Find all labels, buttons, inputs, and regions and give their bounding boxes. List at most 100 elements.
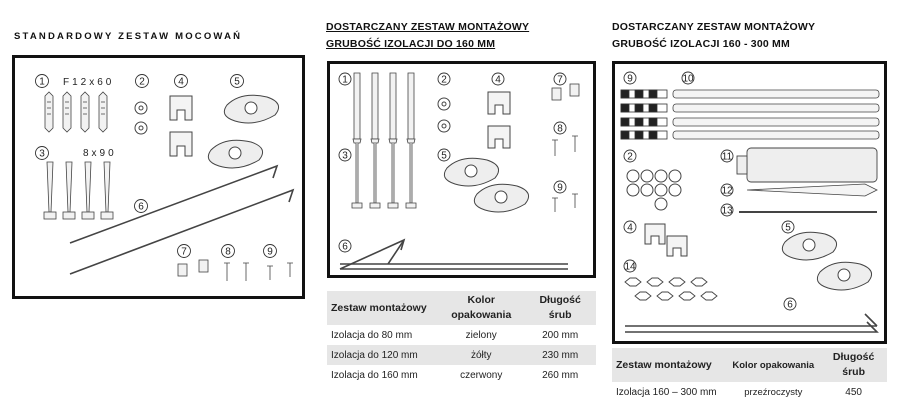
left-label-1: 1 [35,74,49,88]
right-cell: 450 [845,386,862,398]
left-label-5: 5 [230,74,244,88]
right-th-set: Zestaw montażowy [612,348,727,382]
right-title-line1: DOSTARCZANY ZESTAW MONTAŻOWY [612,21,816,33]
mid-label-4: 4 [491,72,505,86]
threaded-rods [672,89,880,140]
mid-label-3: 3 [338,148,352,162]
table-row: Izolacja do 80 mm zielony 200 mm [327,325,596,345]
mid-th-set: Zestaw montażowy [327,291,439,325]
right-brackets [781,231,873,291]
mid-cell: 230 mm [524,345,596,365]
right-label-5: 5 [781,220,795,234]
table-row: Izolacja 160 – 300 mm przeźroczysty 450 [612,382,887,402]
mid-label-9: 9 [553,180,567,194]
svg-text:2: 2 [441,75,447,86]
right-th-color: Kolor opakowania [726,348,821,382]
svg-text:4: 4 [627,223,633,234]
svg-text:5: 5 [785,223,791,234]
right-label-2: 2 [623,149,637,163]
right-label-10: 10 [681,71,695,85]
mid-label-5: 5 [437,148,451,162]
mid-label-6: 6 [338,239,352,253]
mid-label-8: 8 [553,121,567,135]
table-row: Izolacja do 120 mm żółty 230 mm [327,345,596,365]
mid-th-color: Kolor opakowania [438,291,525,325]
left-8x90-label: 8x90 [83,148,117,159]
left-diagram: 1 F12x60 2 4 5 3 8x90 6 7 8 9 [35,74,295,281]
left-label-7: 7 [177,244,191,258]
brackets [207,94,280,169]
right-label-13: 13 [720,203,734,217]
table-row: Izolacja do 160 mm czerwony 260 mm [327,365,596,385]
left-label-6: 6 [134,199,148,213]
svg-text:13: 13 [721,206,733,217]
svg-text:8: 8 [557,124,563,135]
mid-label-2: 2 [437,72,451,86]
svg-text:9: 9 [627,74,633,85]
svg-text:9: 9 [267,247,273,258]
right-cell: Izolacja 160 – 300 mm [616,386,717,398]
mid-cell: żółty [438,345,525,365]
left-label-3: 3 [35,146,49,160]
anchor-sleeves [620,89,668,140]
svg-text:5: 5 [441,151,447,162]
left-diagram-panel: 1 F12x60 2 4 5 3 8x90 6 7 8 9 [12,55,305,299]
left-title: STANDARDOWY ZESTAW MOCOWAŃ [14,31,243,42]
left-label-2: 2 [135,74,149,88]
mid-th-length: Długość śrub [524,291,596,325]
small-parts [177,259,293,281]
right-label-14: 14 [623,259,637,273]
mid-hook-rod [339,238,568,270]
mid-cell: 260 mm [542,369,579,381]
mid-spacers [487,91,511,149]
middle-title-line2: GRUBOŚĆ IZOLACJI DO 160 MM [326,38,496,50]
frame-anchors [351,72,417,209]
right-cell: przeźroczysty [744,386,803,398]
right-diagram-panel: 9 10 2 11 12 13 4 5 14 6 [612,61,887,344]
svg-text:5: 5 [234,77,240,88]
right-label-9: 9 [623,71,637,85]
right-title-line2: GRUBOŚĆ IZOLACJI 160 - 300 MM [612,38,790,50]
mid-cell: 200 mm [542,329,579,341]
mid-brackets [443,157,530,213]
left-label-4: 4 [174,74,188,88]
svg-text:10: 10 [682,74,694,85]
left-label-9: 9 [263,244,277,258]
middle-table: Zestaw montażowy Kolor opakowania Długoś… [327,291,596,385]
svg-text:2: 2 [139,77,145,88]
right-washers [626,169,682,211]
middle-diagram: 1 2 4 7 3 8 5 9 6 [338,72,580,270]
svg-text:14: 14 [624,262,636,273]
right-title: DOSTARCZANY ZESTAW MONTAŻOWY GRUBOŚĆ IZO… [612,19,815,53]
svg-text:6: 6 [342,242,348,253]
wall-plugs [44,91,108,133]
svg-text:7: 7 [557,75,563,86]
svg-text:7: 7 [181,247,187,258]
middle-diagram-panel: 1 2 4 7 3 8 5 9 6 [327,61,596,278]
mid-cell: Izolacja do 120 mm [327,345,439,365]
mid-cell: Izolacja do 80 mm [331,329,413,341]
right-table: Zestaw montażowy Kolor opakowania Długoś… [612,348,887,402]
svg-text:1: 1 [342,75,348,86]
left-f12-label: F12x60 [63,77,114,88]
right-diagram: 9 10 2 11 12 13 4 5 14 6 [620,71,880,333]
mid-label-1: 1 [338,72,352,86]
right-label-11: 11 [720,149,734,163]
middle-title-line1: DOSTARCZANY ZESTAW MONTAŻOWY [326,21,530,33]
right-label-4: 4 [623,220,637,234]
mid-washers [437,97,451,133]
svg-text:8: 8 [225,247,231,258]
svg-text:1: 1 [39,77,45,88]
right-hook-rods [625,313,879,333]
right-label-12: 12 [720,183,734,197]
middle-title: DOSTARCZANY ZESTAW MONTAŻOWY GRUBOŚĆ IZO… [326,19,529,53]
lag-screws [43,161,114,220]
mid-cell: czerwony [460,369,503,381]
resin-cartridge [736,147,878,183]
svg-text:2: 2 [627,152,633,163]
washers [134,101,148,135]
right-label-6: 6 [783,297,797,311]
left-label-8: 8 [221,244,235,258]
hex-nuts [624,277,718,301]
right-th-length: Długość śrub [820,348,887,382]
